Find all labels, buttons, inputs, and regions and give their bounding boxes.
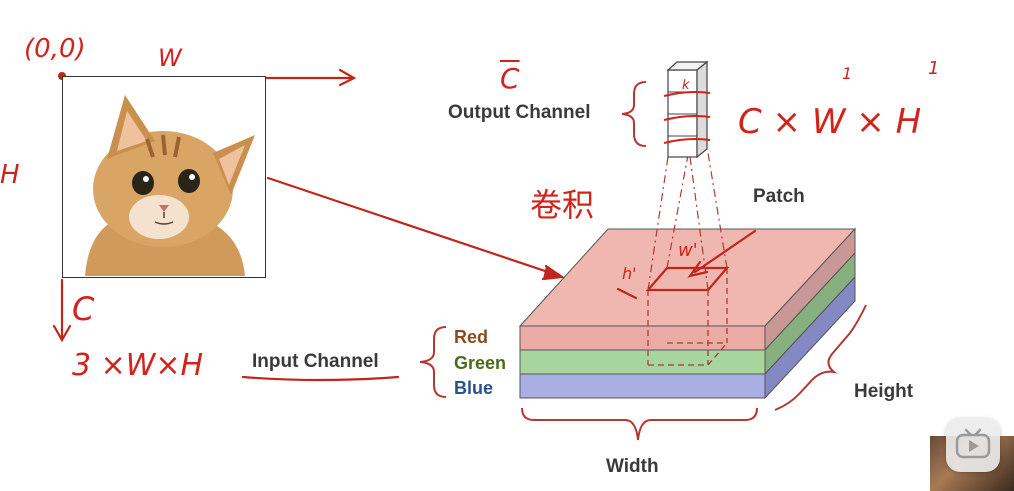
output-channel-column: [663, 60, 711, 159]
side-blue-layer: [764, 275, 856, 400]
front-red-layer: [519, 325, 766, 351]
output-channel-label: Output Channel: [448, 102, 591, 123]
output-c-bar-annotation: C: [500, 62, 520, 95]
annotation-arrows: [52, 68, 757, 382]
width-brace: [521, 407, 758, 441]
output-k-annotation: k: [682, 78, 690, 93]
width-label: Width: [606, 456, 659, 477]
play-button-icon[interactable]: [946, 418, 1000, 472]
height-label: Height: [854, 381, 914, 402]
photo-frame: [62, 76, 266, 278]
output-channel-brace: [621, 81, 647, 147]
patch-width-annotation: w': [678, 240, 698, 261]
output-shape-annotation: C × W × H: [738, 102, 922, 142]
input-shape-annotation: 3 ×W×H: [72, 348, 204, 383]
patch-label: Patch: [753, 186, 805, 207]
c-axis-annotation: C: [72, 290, 95, 328]
red-channel-label: Red: [454, 327, 489, 347]
origin-annotation: (0,0): [24, 34, 86, 64]
kitten-photo: [63, 77, 263, 276]
blue-channel-label: Blue: [454, 378, 494, 398]
conv-annotation: 卷积: [530, 186, 595, 224]
w-axis-annotation: W: [158, 44, 182, 72]
height-brace: [774, 304, 867, 411]
green-channel-label: Green: [454, 353, 507, 373]
h-prime-mark: 1: [928, 58, 940, 79]
patch-height-annotation: h': [622, 264, 637, 283]
front-blue-layer: [519, 373, 766, 399]
h-axis-annotation: H: [0, 160, 20, 190]
input-channel-label: Input Channel: [252, 351, 379, 372]
projection-lines: [647, 152, 728, 291]
input-channel-brace: [419, 326, 447, 398]
patch-column: [647, 268, 728, 366]
w-prime-mark: 1: [842, 64, 853, 83]
front-green-layer: [519, 349, 766, 375]
input-tensor-cuboid: [518, 227, 857, 400]
